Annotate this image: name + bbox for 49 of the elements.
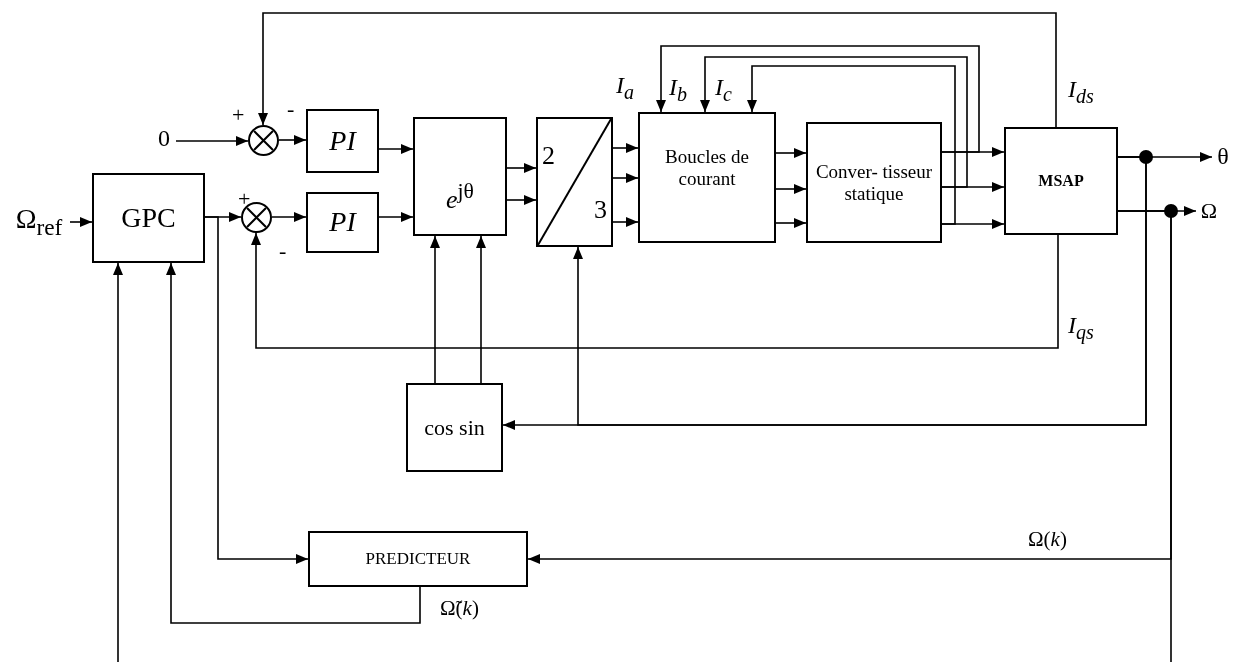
signal-label: 0	[152, 124, 176, 154]
arrow	[506, 195, 537, 205]
arrow	[612, 217, 639, 227]
block: Conver- tisseur statique	[806, 122, 942, 243]
sign-label: -	[287, 98, 295, 120]
arrow	[258, 12, 1057, 128]
arrow	[69, 217, 93, 227]
arrow	[747, 65, 956, 225]
block: PI	[306, 192, 379, 253]
signal-label: θ	[1212, 143, 1234, 171]
arrow	[775, 184, 807, 194]
arrow	[166, 262, 421, 624]
block: GPC	[92, 173, 205, 263]
arrow	[656, 45, 980, 153]
sign-label: +	[232, 104, 245, 126]
signal-label: Ω̃(k)	[438, 597, 481, 621]
sign-label: -	[279, 240, 287, 262]
ratio-number: 2	[542, 141, 555, 171]
arrow	[700, 56, 968, 188]
arrow	[271, 212, 307, 222]
arrow	[775, 218, 807, 228]
block: cos sin	[406, 383, 503, 472]
block: PI	[306, 109, 379, 173]
signal-label: Ω	[1196, 198, 1222, 224]
arrow	[506, 163, 537, 173]
arrow	[476, 235, 486, 384]
block: Boucles de courant	[638, 112, 776, 243]
arrow	[175, 136, 249, 146]
arrow	[204, 216, 309, 564]
sign-label: +	[238, 188, 251, 210]
arrow	[612, 143, 639, 153]
arrow	[775, 148, 807, 158]
block: e$^{jθ}$	[413, 117, 507, 236]
arrow	[113, 262, 123, 662]
transform-block	[536, 117, 613, 247]
summing-junction	[241, 202, 272, 233]
arrow	[378, 212, 414, 222]
connector-line	[1117, 210, 1172, 662]
arrow	[430, 235, 440, 384]
summing-junction	[248, 125, 279, 156]
block: MSAP	[1004, 127, 1118, 235]
ratio-number: 3	[594, 195, 607, 225]
arrow	[251, 232, 1059, 349]
arrow	[278, 135, 307, 145]
arrow	[612, 173, 639, 183]
signal-label: Ω(k)	[1026, 528, 1069, 552]
signal-label: Ω$_{ref}$	[8, 204, 70, 240]
arrow	[378, 144, 414, 154]
block: PREDICTEUR	[308, 531, 528, 587]
